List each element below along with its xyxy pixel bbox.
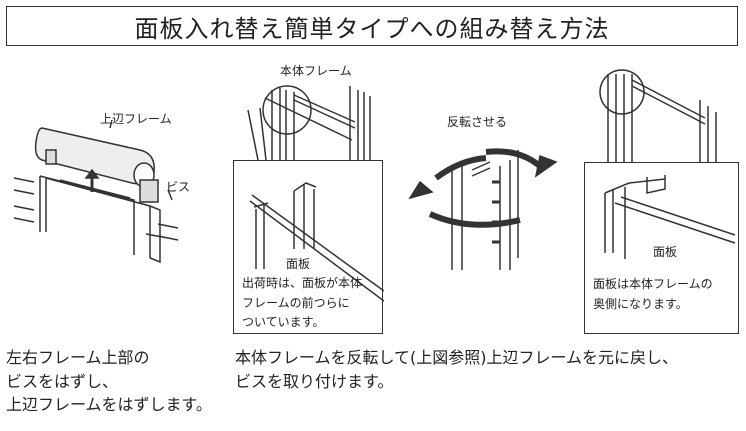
note-line: フレームの前つらに <box>242 295 350 310</box>
body-frame-drawing <box>247 85 371 200</box>
detail-box-after: 面板 面板は本体フレームの 奥側になります。 <box>584 162 739 334</box>
panel-label: 面板 <box>286 257 311 271</box>
step1-caption: 左右フレーム上部の ビスをはずし、 上辺フレームをはずします。 <box>6 346 212 417</box>
screw-label: ビス <box>166 180 191 194</box>
page-title: 面板入れ替え簡単タイプへの組み替え方法 <box>6 6 738 46</box>
note-line: 出荷時は、面板が本体 <box>242 276 363 290</box>
note-line: 奥側になります。 <box>593 296 688 311</box>
body-frame-label: 本体フレーム <box>280 64 352 78</box>
top-frame-drawing <box>13 119 179 264</box>
caption-line: ビスを取り付けます。 <box>235 371 394 391</box>
rotated-frame-drawing <box>599 69 717 200</box>
step2-caption: 本体フレームを反転して(上図参照)上辺フレームを元に戻し、 ビスを取り付けます。 <box>235 346 678 393</box>
caption-line: 本体フレームを反転して(上図参照)上辺フレームを元に戻し、 <box>235 348 679 367</box>
panel-label: 面板 <box>653 245 678 259</box>
top-frame-label: 上辺フレーム <box>100 112 172 126</box>
note-line: 面板は本体フレームの <box>593 277 713 291</box>
note-line: ついています。 <box>242 315 325 329</box>
rotate-label: 反転させる <box>447 115 508 129</box>
caption-line: 左右フレーム上部の <box>6 348 150 367</box>
caption-line: ビスをはずし、 <box>6 371 119 391</box>
caption-line: 上辺フレームをはずします。 <box>6 395 212 414</box>
detail-box-before: 面板 出荷時は、面板が本体 フレームの前つらに ついています。 <box>233 160 384 334</box>
rotate-drawing <box>408 148 558 270</box>
